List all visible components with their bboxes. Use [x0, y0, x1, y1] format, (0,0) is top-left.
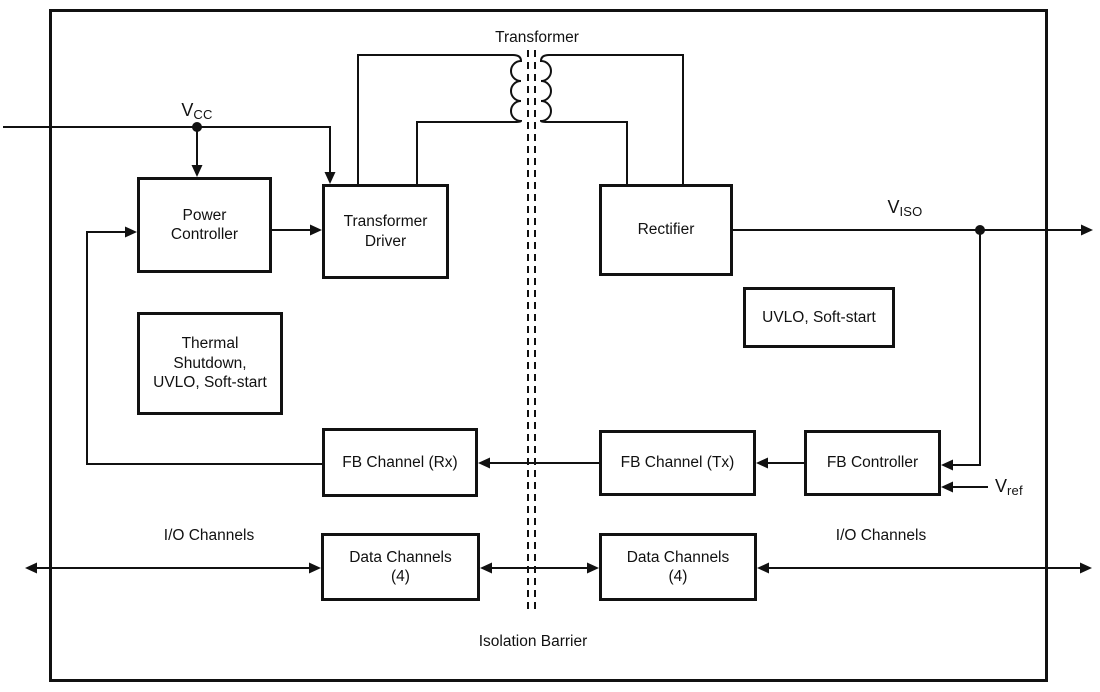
- power-controller-block: Power Controller: [137, 177, 272, 273]
- data-channels-right-label: Data Channels (4): [626, 548, 730, 585]
- wire-feedback-loop-line: [86, 231, 322, 465]
- wire-primary-bottom: [416, 121, 513, 184]
- data-channels-right-block: Data Channels (4): [599, 533, 757, 601]
- wire-fbtx-to-fbrx: [478, 457, 599, 469]
- vref-sub: ref: [1007, 483, 1023, 498]
- chip-boundary: [49, 9, 1048, 682]
- arrow-into-fb-channel-tx: [756, 457, 768, 469]
- arrow-into-transformer-driver-top: [324, 172, 336, 184]
- transformer-primary-coil: [510, 54, 523, 123]
- vcc-junction-dot: [192, 122, 202, 132]
- wire-data-mid: [480, 562, 599, 574]
- wire-secondary-top: [549, 54, 684, 184]
- arrow-io-left-out: [25, 562, 37, 574]
- io-channels-left-label: I/O Channels: [163, 527, 255, 544]
- fb-channel-tx-label: FB Channel (Tx): [620, 454, 735, 472]
- transformer-driver-label: Transformer Driver: [343, 213, 428, 250]
- wire-vcc-rail: [3, 122, 336, 184]
- wire-io-right: [757, 562, 1092, 574]
- wire-primary-top: [357, 54, 513, 184]
- vcc-sub: CC: [193, 107, 213, 122]
- arrow-io-right-out: [1080, 562, 1092, 574]
- arrow-into-power-controller-top: [191, 165, 203, 177]
- data-channels-left-block: Data Channels (4): [321, 533, 480, 601]
- fb-channel-rx-label: FB Channel (Rx): [342, 453, 458, 471]
- thermal-shutdown-block: Thermal Shutdown, UVLO, Soft-start: [137, 312, 283, 415]
- rectifier-block: Rectifier: [599, 184, 733, 276]
- uvlo-soft-start-block: UVLO, Soft-start: [743, 287, 895, 348]
- viso-sub: ISO: [899, 204, 923, 219]
- fb-channel-tx-block: FB Channel (Tx): [599, 430, 756, 496]
- uvlo-soft-start-label: UVLO, Soft-start: [762, 308, 876, 326]
- arrow-io-right-in: [757, 562, 769, 574]
- wire-feedback-loop: [86, 226, 322, 465]
- wire-io-left: [25, 562, 321, 574]
- transformer-secondary-coil: [539, 54, 552, 123]
- wire-secondary-bottom: [549, 121, 628, 184]
- wire-viso-feedback: [953, 230, 981, 466]
- thermal-shutdown-label: Thermal Shutdown, UVLO, Soft-start: [153, 335, 267, 392]
- arrow-into-fb-channel-rx: [478, 457, 490, 469]
- viso-base: V: [887, 197, 900, 217]
- fb-controller-label: FB Controller: [826, 454, 919, 472]
- data-channels-left-label: Data Channels (4): [349, 548, 452, 585]
- vcc-pin-label: VCC: [147, 100, 247, 122]
- arrow-into-fb-controller-lower: [941, 481, 953, 493]
- power-controller-label: Power Controller: [170, 206, 239, 243]
- fb-controller-block: FB Controller: [804, 430, 941, 496]
- arrow-into-fb-controller-upper: [941, 459, 953, 471]
- vref-base: V: [995, 476, 1008, 496]
- arrow-data-into-right-box: [587, 562, 599, 574]
- arrow-viso-output: [1081, 224, 1093, 236]
- transformer-driver-block: Transformer Driver: [322, 184, 449, 279]
- arrow-into-transformer-driver-left: [310, 224, 322, 236]
- viso-pin-label: VISO: [855, 197, 955, 219]
- rectifier-label: Rectifier: [637, 221, 695, 239]
- wire-vref: [941, 481, 988, 493]
- fb-channel-rx-block: FB Channel (Rx): [322, 428, 478, 497]
- wire-vcc-line: [3, 126, 331, 172]
- wire-viso-rail: [733, 224, 1093, 471]
- io-channels-right-label: I/O Channels: [835, 527, 927, 544]
- transformer-label: Transformer: [495, 29, 579, 46]
- arrow-into-power-controller-left: [125, 226, 137, 238]
- vref-pin-label: Vref: [995, 476, 1023, 498]
- wire-pc-to-driver: [272, 224, 322, 236]
- arrow-data-into-left-box: [480, 562, 492, 574]
- vcc-base: V: [181, 100, 194, 120]
- isolation-barrier-label: Isolation Barrier: [478, 633, 588, 650]
- wire-fbc-to-fbtx: [756, 457, 804, 469]
- arrow-io-left-in: [309, 562, 321, 574]
- isolation-barrier-lines: [527, 50, 536, 613]
